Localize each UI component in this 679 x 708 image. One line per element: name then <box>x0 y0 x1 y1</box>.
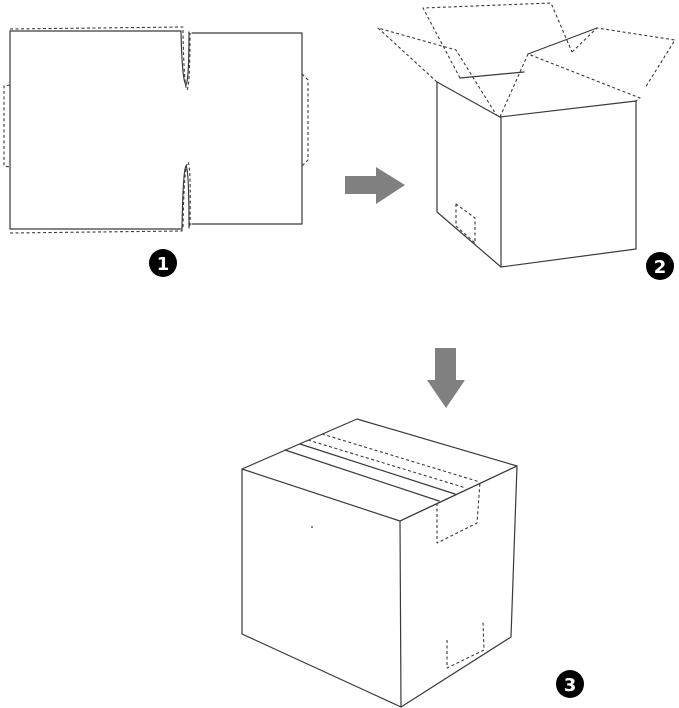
step-number-1: 1 <box>157 254 170 275</box>
step-badge-1: 1 <box>149 249 177 277</box>
step-number-2: 2 <box>654 257 667 278</box>
arrow-down-icon <box>427 348 465 408</box>
step-1-flat-box <box>3 26 309 234</box>
arrow-right-icon <box>345 167 405 204</box>
step-number-3: 3 <box>564 675 577 696</box>
step-badge-3: 3 <box>556 670 584 698</box>
step-2-open-box <box>377 2 676 268</box>
step-3-closed-box <box>241 418 518 708</box>
step-badge-2: 2 <box>646 252 674 280</box>
